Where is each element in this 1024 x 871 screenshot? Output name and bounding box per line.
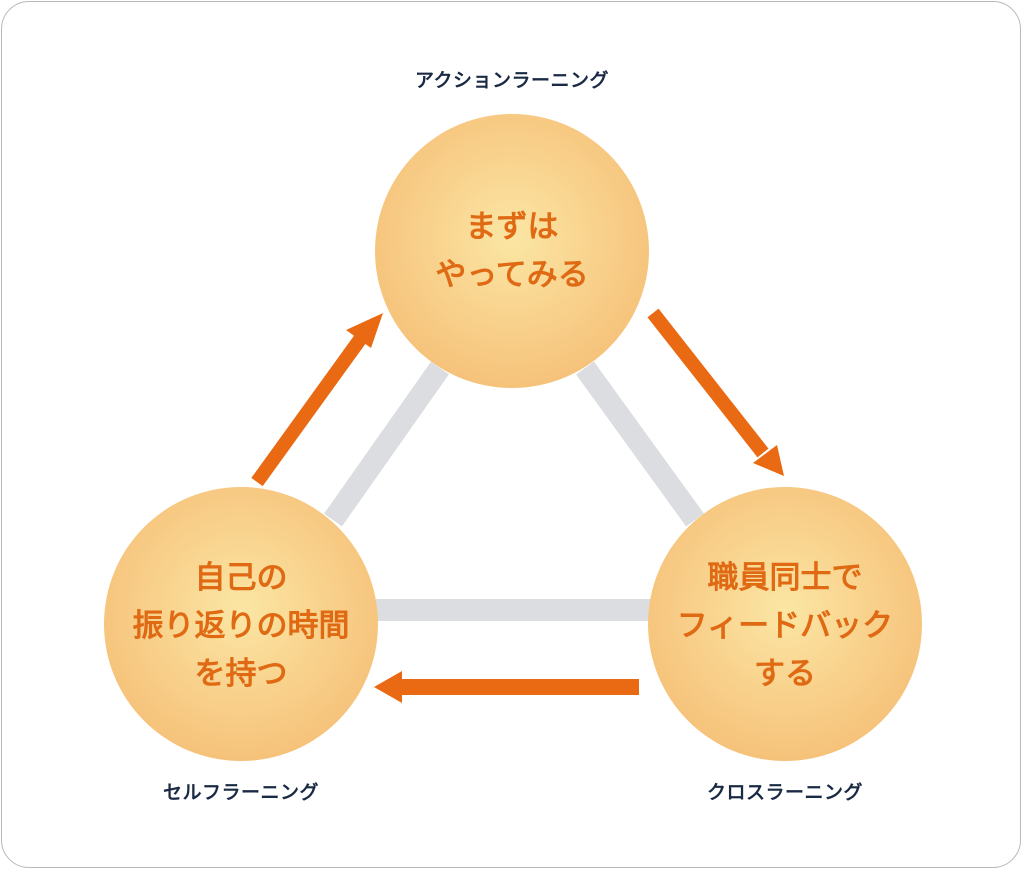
circle-left-line-1: 自己の: [194, 560, 288, 596]
circle-top: [375, 114, 649, 388]
circle-right-line-1: 職員同士で: [707, 560, 863, 596]
circle-left-text: 自己の 振り返りの時間 を持つ: [133, 554, 350, 698]
circle-top-text: まずは やってみる: [435, 203, 588, 299]
circle-left-line-2: 振り返りの時間: [132, 608, 350, 644]
arrow-left-to-top: [251, 313, 383, 487]
label-self-learning: セルフラーニング: [162, 781, 320, 804]
connector-top-left: [324, 361, 449, 527]
label-action-learning: アクションラーニング: [414, 69, 610, 92]
circle-right-text: 職員同士で フィードバック する: [677, 554, 893, 698]
arrow-right-to-left: [374, 671, 639, 703]
circle-top-line-2: やってみる: [435, 257, 589, 293]
circle-left-line-3: を持つ: [194, 656, 288, 692]
arrow-top-to-right: [647, 308, 784, 476]
circle-right-line-2: フィードバック: [676, 608, 894, 644]
circle-right: [648, 487, 922, 761]
circle-top-line-1: まずは: [465, 209, 559, 245]
circle-right-line-3: する: [753, 656, 816, 692]
connector-top-right: [576, 361, 704, 527]
label-cross-learning: クロスラーニング: [706, 781, 864, 804]
circle-left: [104, 487, 378, 761]
